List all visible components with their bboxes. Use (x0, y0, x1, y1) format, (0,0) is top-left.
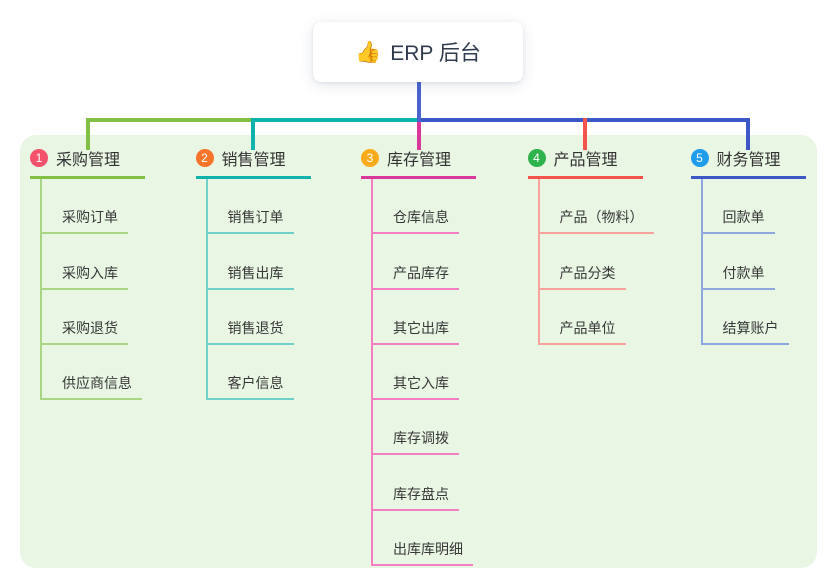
child-node-3-3[interactable]: 其它出库 (373, 318, 459, 345)
branch-number-badge: 3 (361, 149, 379, 167)
child-node-1-1[interactable]: 采购订单 (42, 207, 128, 235)
drop-line-branch-5 (746, 118, 750, 150)
branch-node-4[interactable]: 4 产品管理 (527, 146, 643, 179)
child-node-3-1[interactable]: 仓库信息 (373, 207, 459, 235)
child-node-5-3[interactable]: 结算账户 (702, 318, 789, 345)
child-node-3-7[interactable]: 出库库明细 (373, 539, 473, 567)
child-node-3-5[interactable]: 库存调拨 (373, 428, 459, 456)
child-row: 产品分类 (539, 234, 654, 290)
child-row: 其它出库 (373, 290, 473, 345)
branch-number-badge: 2 (195, 149, 214, 167)
bus-line-green (85, 118, 255, 122)
child-row: 出库库明细 (373, 511, 473, 567)
child-row: 销售出库 (207, 234, 294, 290)
root-node-title: ERP 后台 (390, 42, 481, 65)
child-node-3-2[interactable]: 产品库存 (373, 263, 459, 290)
root-stem-line (416, 82, 421, 122)
child-node-2-3[interactable]: 销售退货 (207, 318, 294, 345)
child-row: 产品单位 (539, 290, 654, 345)
branch-number-badge: 4 (527, 149, 546, 167)
child-row: 客户信息 (207, 345, 294, 401)
child-row: 销售退货 (207, 290, 294, 345)
child-node-3-6[interactable]: 库存盘点 (373, 484, 459, 511)
child-node-5-1[interactable]: 回款单 (702, 207, 775, 235)
branch-title: 库存管理 (387, 152, 452, 169)
branch-column-1: 1 采购管理采购订单采购入库采购退货供应商信息 (30, 146, 210, 401)
branch-title: 销售管理 (221, 152, 286, 169)
child-node-3-4[interactable]: 其它入库 (373, 373, 459, 401)
branch-number-badge: 1 (30, 149, 48, 167)
root-node-erp-backend[interactable]: 👍 ERP 后台 (313, 22, 523, 82)
thumbs-up-icon: 👍 (355, 40, 382, 64)
child-row: 回款单 (702, 179, 789, 235)
child-node-5-2[interactable]: 付款单 (702, 263, 775, 290)
child-row: 产品（物料） (539, 179, 654, 235)
child-node-4-1[interactable]: 产品（物料） (539, 207, 654, 235)
drop-line-branch-4 (583, 118, 587, 150)
child-row: 库存调拨 (373, 400, 473, 456)
branch-column-3: 3 库存管理仓库信息产品库存其它出库其它入库库存调拨库存盘点出库库明细 (361, 146, 541, 567)
branch-node-2[interactable]: 2 销售管理 (195, 146, 311, 179)
child-node-1-4[interactable]: 供应商信息 (42, 373, 142, 401)
drop-line-branch-1 (85, 118, 90, 150)
drop-line-branch-3 (416, 118, 421, 150)
child-node-1-2[interactable]: 采购入库 (42, 263, 128, 290)
branch-children-list: 采购订单采购入库采购退货供应商信息 (40, 179, 142, 401)
child-node-2-4[interactable]: 客户信息 (207, 373, 294, 401)
bus-line-teal (251, 118, 421, 122)
branch-node-5[interactable]: 5 财务管理 (690, 146, 806, 179)
child-row: 采购退货 (42, 290, 142, 345)
child-row: 采购入库 (42, 234, 142, 290)
child-node-1-3[interactable]: 采购退货 (42, 318, 128, 345)
branch-node-1[interactable]: 1 采购管理 (30, 146, 145, 179)
child-row: 供应商信息 (42, 345, 142, 401)
drop-line-branch-2 (251, 118, 255, 150)
child-row: 仓库信息 (373, 179, 473, 235)
child-node-4-2[interactable]: 产品分类 (539, 263, 626, 290)
child-row: 采购订单 (42, 179, 142, 235)
branch-title: 产品管理 (553, 152, 618, 169)
branch-children-list: 销售订单销售出库销售退货客户信息 (205, 179, 294, 401)
child-row: 付款单 (702, 234, 789, 290)
branch-number-badge: 5 (690, 149, 709, 167)
branch-children-list: 产品（物料） 产品分类产品单位 (537, 179, 654, 345)
branch-children-list: 回款单付款单结算账户 (700, 179, 789, 345)
child-node-2-1[interactable]: 销售订单 (207, 207, 294, 235)
branch-column-4: 4 产品管理产品（物料） 产品分类产品单位 (527, 146, 708, 345)
branch-column-5: 5 财务管理回款单付款单结算账户 (690, 146, 839, 345)
branch-children-list: 仓库信息产品库存其它出库其它入库库存调拨库存盘点出库库明细 (371, 179, 473, 567)
branches-background-panel (20, 135, 817, 568)
child-node-2-2[interactable]: 销售出库 (207, 263, 294, 290)
child-node-4-3[interactable]: 产品单位 (539, 318, 626, 345)
child-row: 其它入库 (373, 345, 473, 401)
branch-node-3[interactable]: 3 库存管理 (361, 146, 476, 179)
child-row: 结算账户 (702, 290, 789, 345)
child-row: 销售订单 (207, 179, 294, 235)
branch-column-2: 2 销售管理销售订单销售出库销售退货客户信息 (195, 146, 376, 401)
child-row: 库存盘点 (373, 455, 473, 511)
child-row: 产品库存 (373, 234, 473, 290)
branch-title: 采购管理 (56, 152, 121, 169)
branch-title: 财务管理 (716, 152, 781, 169)
